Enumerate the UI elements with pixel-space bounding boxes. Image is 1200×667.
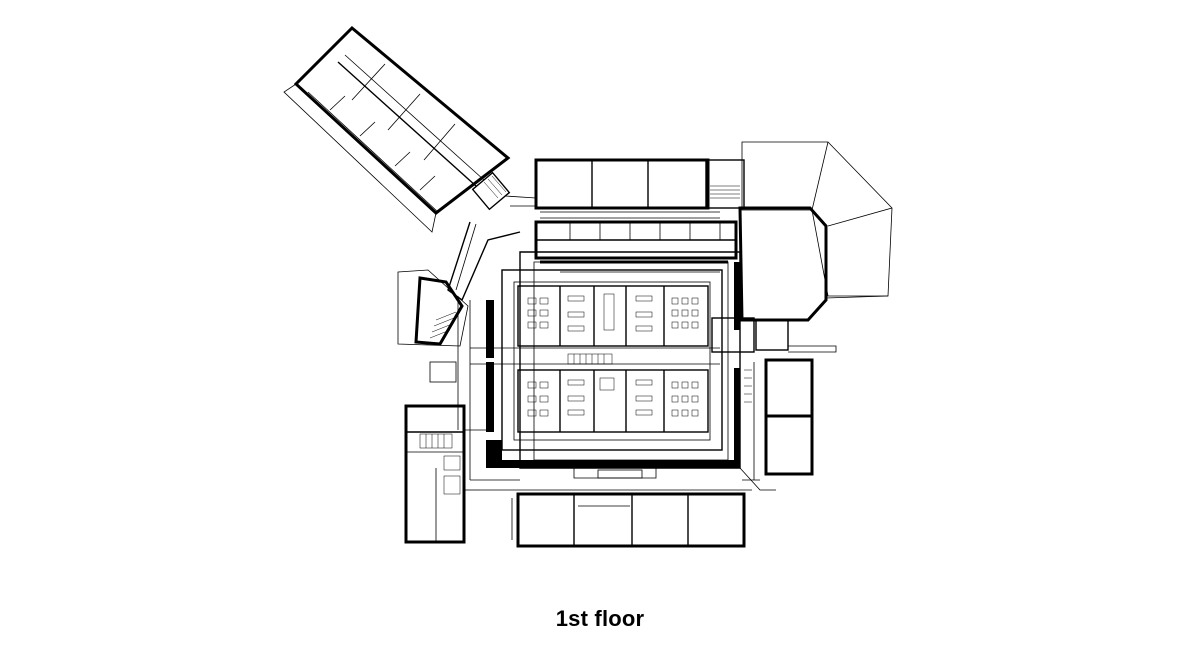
southwest-block [404,404,490,544]
east-hall [738,141,893,322]
corridors [457,296,760,481]
floor-caption: 1st floor [555,606,645,631]
connector-corridor [447,195,537,302]
lower-classrooms [517,353,709,433]
north-block [534,158,745,260]
south-block [480,464,752,548]
upper-classrooms [517,285,709,347]
west-stair-wedge [397,269,469,383]
northwest-wing [283,25,511,233]
central-block [470,251,741,469]
east-wing [711,317,837,491]
